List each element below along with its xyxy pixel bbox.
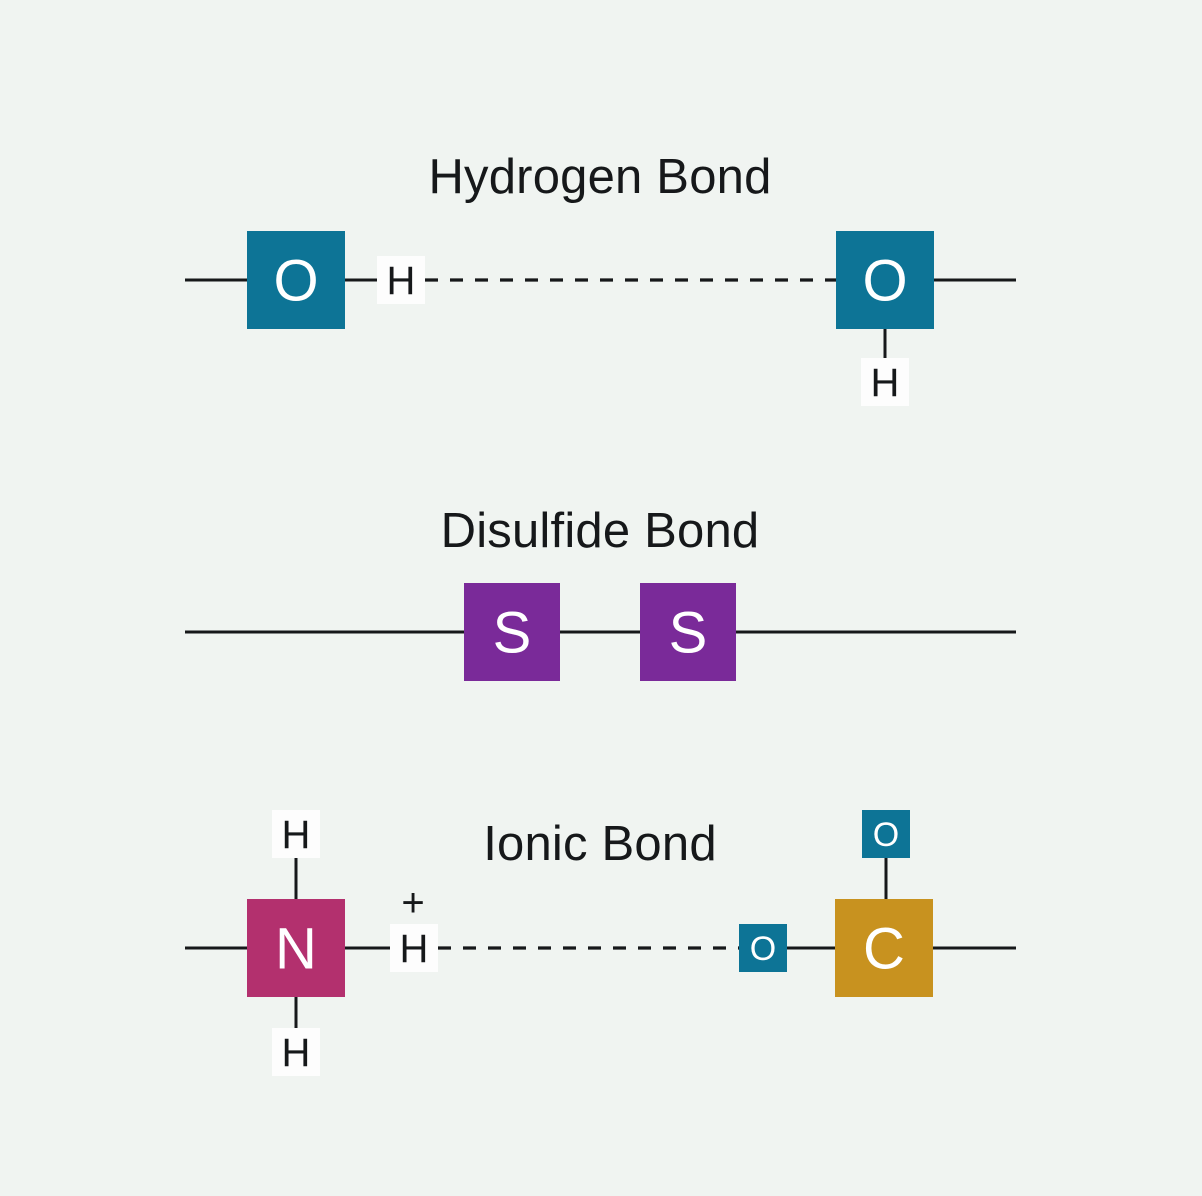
oxygen-small-acceptor-label: O	[750, 930, 776, 968]
hydrogen-donor-box	[390, 924, 438, 972]
positive-charge: +	[401, 881, 424, 925]
section-ionic-bond: H N H H O O C + Ionic Bond	[185, 810, 1016, 1076]
atom-hydrogen-donor: H	[390, 924, 438, 972]
oxygen-left-label: O	[273, 249, 318, 314]
hydrogen-bottom-box	[272, 1028, 320, 1076]
oxygen-right-label: O	[862, 249, 907, 314]
nitrogen-box	[247, 899, 345, 997]
hydrogen-donor-label: H	[400, 927, 429, 971]
atom-carbon: C	[835, 899, 933, 997]
carbon-box	[835, 899, 933, 997]
atom-hydrogen-bottom: H	[272, 1028, 320, 1076]
oxygen-small-carbonyl-label: O	[873, 816, 899, 854]
atom-hydrogen-left: H	[377, 256, 425, 304]
sulfur-right-box	[640, 583, 736, 681]
oxygen-left-box	[247, 231, 345, 329]
section-hydrogen-bond: O H O H Hydrogen Bond	[185, 150, 1016, 406]
oxygen-right-box	[836, 231, 934, 329]
hydrogen-top-label: H	[282, 813, 311, 857]
section-title-hydrogen-bond: Hydrogen Bond	[428, 150, 771, 204]
sulfur-left-label: S	[493, 601, 532, 666]
sulfur-left-box	[464, 583, 560, 681]
section-title-disulfide-bond: Disulfide Bond	[441, 504, 760, 558]
section-title-ionic-bond: Ionic Bond	[483, 817, 717, 871]
atom-sulfur-left: S	[464, 583, 560, 681]
hydrogen-left-box	[377, 256, 425, 304]
atom-hydrogen-top: H	[272, 810, 320, 858]
section-disulfide-bond: S S Disulfide Bond	[185, 504, 1016, 681]
oxygen-small-carbonyl-box	[862, 810, 910, 858]
hydrogen-left-label: H	[387, 259, 416, 303]
atom-sulfur-right: S	[640, 583, 736, 681]
nitrogen-label: N	[275, 917, 317, 982]
hydrogen-top-box	[272, 810, 320, 858]
oxygen-small-acceptor-box	[739, 924, 787, 972]
atom-oxygen-left: O	[247, 231, 345, 329]
atom-nitrogen: N	[247, 899, 345, 997]
atom-oxygen-small-acceptor: O	[739, 924, 787, 972]
atom-oxygen-small-carbonyl: O	[862, 810, 910, 858]
hydrogen-right-label: H	[871, 361, 900, 405]
atom-hydrogen-right: H	[861, 358, 909, 406]
hydrogen-right-box	[861, 358, 909, 406]
carbon-label: C	[863, 917, 905, 982]
atom-oxygen-right: O	[836, 231, 934, 329]
sulfur-right-label: S	[669, 601, 708, 666]
hydrogen-bottom-label: H	[282, 1031, 311, 1075]
